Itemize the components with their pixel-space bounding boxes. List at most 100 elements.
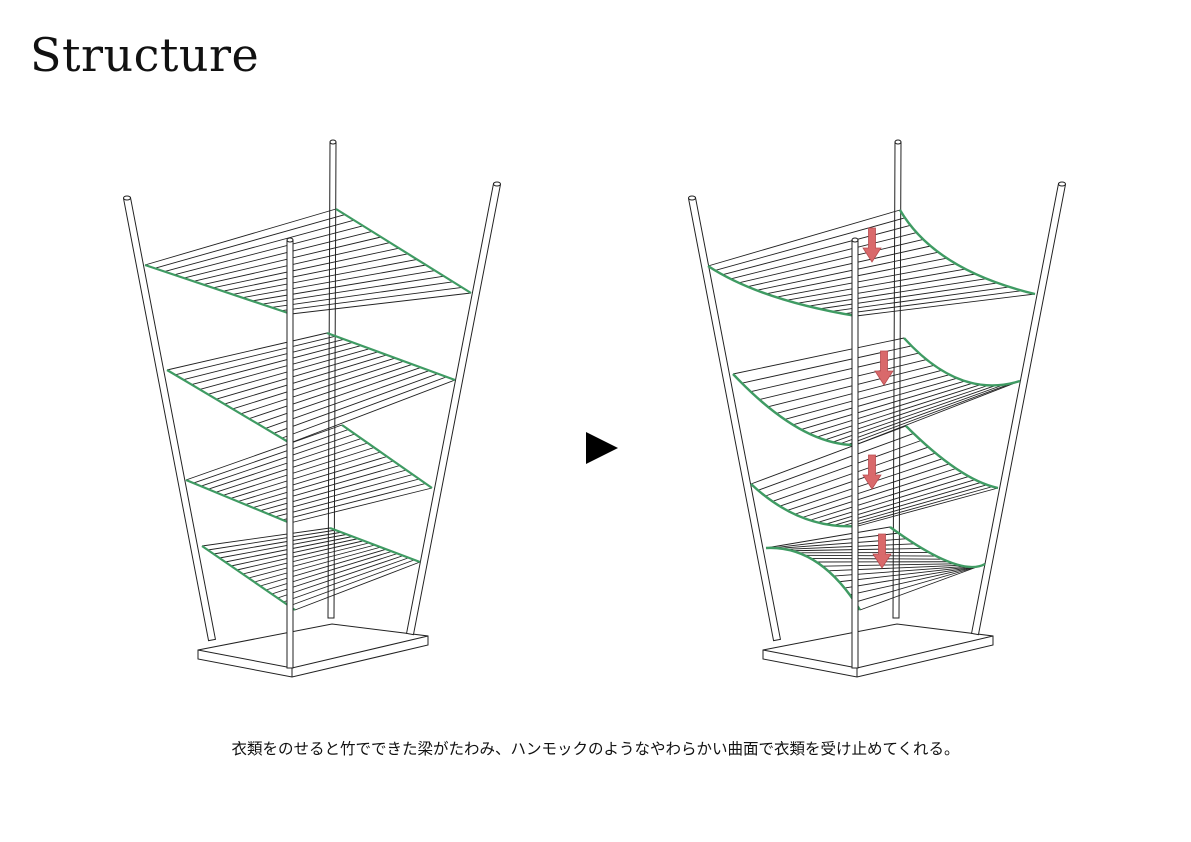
shelf-slat	[738, 239, 924, 284]
shelf-slat	[757, 433, 914, 491]
shelf-slat	[785, 543, 915, 550]
shelf-slat	[203, 242, 391, 286]
pole-cap	[894, 139, 902, 145]
shelf-slat	[213, 247, 400, 289]
shelf-slat	[290, 292, 472, 315]
shelf-slat	[844, 566, 975, 589]
shelf-slat	[807, 278, 987, 307]
shelf-slat	[817, 475, 969, 523]
shelf-slat	[750, 352, 920, 393]
shelf-slat	[819, 282, 998, 310]
shelf-slat	[854, 565, 982, 603]
shelf-slat	[183, 230, 373, 279]
pole-cap	[851, 237, 859, 243]
shelf-slat	[747, 245, 931, 288]
shelf-slat	[236, 540, 364, 571]
shelf-slat	[191, 341, 353, 386]
shelf-slat	[259, 548, 387, 587]
shelf-slat	[230, 451, 381, 499]
play-triangle-icon	[586, 432, 618, 464]
bamboo-beam	[707, 264, 857, 318]
shelf-slat	[289, 559, 415, 607]
base-plate	[197, 623, 429, 678]
shelf-slat	[201, 527, 331, 547]
shelf-slat	[232, 258, 418, 295]
shelf-slat	[183, 338, 345, 381]
shelf-slat	[175, 335, 336, 376]
shelf-slat	[831, 286, 1010, 312]
pole-cap	[329, 139, 337, 145]
pole-cap	[286, 237, 294, 243]
shelf-slat	[208, 438, 362, 490]
bamboo-beam	[889, 526, 986, 569]
down-arrow-icon	[862, 227, 882, 263]
shelf-slat	[843, 290, 1023, 315]
bamboo-beam	[341, 424, 433, 489]
shelf-slat	[260, 469, 407, 512]
shelf-slat	[787, 458, 943, 511]
shelf-slat	[230, 538, 359, 567]
shelf-slat	[199, 345, 362, 390]
shelf-slat	[289, 379, 456, 444]
shelf-slat	[216, 351, 379, 400]
shelf-slat	[282, 483, 426, 521]
page-title: Structure	[30, 28, 260, 82]
shelf-slat	[237, 456, 388, 502]
shelf-slat	[792, 377, 958, 426]
shelf-slat	[825, 479, 976, 525]
down-arrow-icon	[862, 454, 882, 490]
shelf-slat	[715, 217, 906, 271]
bamboo-beam	[898, 209, 1036, 296]
shelf-slat	[166, 332, 328, 371]
shelf-slat	[756, 251, 939, 291]
shelf-slat	[859, 563, 986, 611]
shelf-slat	[248, 544, 376, 579]
shelf-slat	[252, 465, 400, 509]
pole-cap	[123, 195, 131, 201]
shelf-slat	[154, 214, 346, 269]
shelf-slat	[800, 380, 965, 430]
shelf-slat	[240, 360, 404, 415]
shelf-slat	[772, 446, 929, 502]
shelf-slat	[144, 208, 337, 266]
shelf-slat	[855, 293, 1036, 317]
bamboo-pole	[851, 239, 859, 669]
bamboo-beam	[144, 263, 292, 316]
shelf-slat	[207, 529, 336, 551]
pole-cap	[688, 195, 696, 201]
bamboo-beam	[903, 337, 1021, 387]
bamboo-beam	[329, 526, 421, 564]
shelf-slat	[273, 373, 439, 434]
shelf-slat	[242, 264, 427, 299]
shelf-slat	[193, 429, 349, 484]
down-arrow-icon	[874, 350, 894, 386]
shelf-slat	[294, 561, 421, 611]
bamboo-beam	[185, 478, 291, 525]
bamboo-pole	[970, 182, 1067, 636]
bamboo-pole	[687, 196, 782, 642]
caption: 衣類をのせると竹でできた梁がたわみ、ハンモックのようなやわらかい曲面で衣類を受け…	[231, 740, 960, 758]
shelf-slat	[707, 209, 901, 267]
shelf-slat	[219, 533, 347, 559]
shelf-slat	[832, 384, 997, 443]
shelf-slat	[271, 281, 454, 308]
shelf-slat	[213, 531, 342, 555]
shelf-slat	[254, 546, 381, 583]
shelf-slat	[828, 564, 960, 572]
bamboo-pole	[892, 141, 902, 619]
bamboo-beam	[201, 545, 296, 611]
shelf-slat	[722, 224, 911, 276]
bamboo-beam	[765, 546, 862, 611]
shelf-slat	[283, 557, 409, 603]
bamboo-beam	[905, 425, 999, 490]
rack-loaded	[687, 139, 1067, 678]
shelf-slat	[857, 487, 999, 527]
shelf-slat	[808, 382, 973, 435]
shelf-slat	[224, 354, 387, 405]
down-arrow-icon	[872, 533, 892, 569]
shelf-slat	[816, 384, 981, 438]
bamboo-beam	[166, 369, 291, 444]
shelf-slat	[251, 270, 436, 302]
shelf-slat	[281, 286, 463, 312]
shelf-slat	[223, 447, 375, 496]
